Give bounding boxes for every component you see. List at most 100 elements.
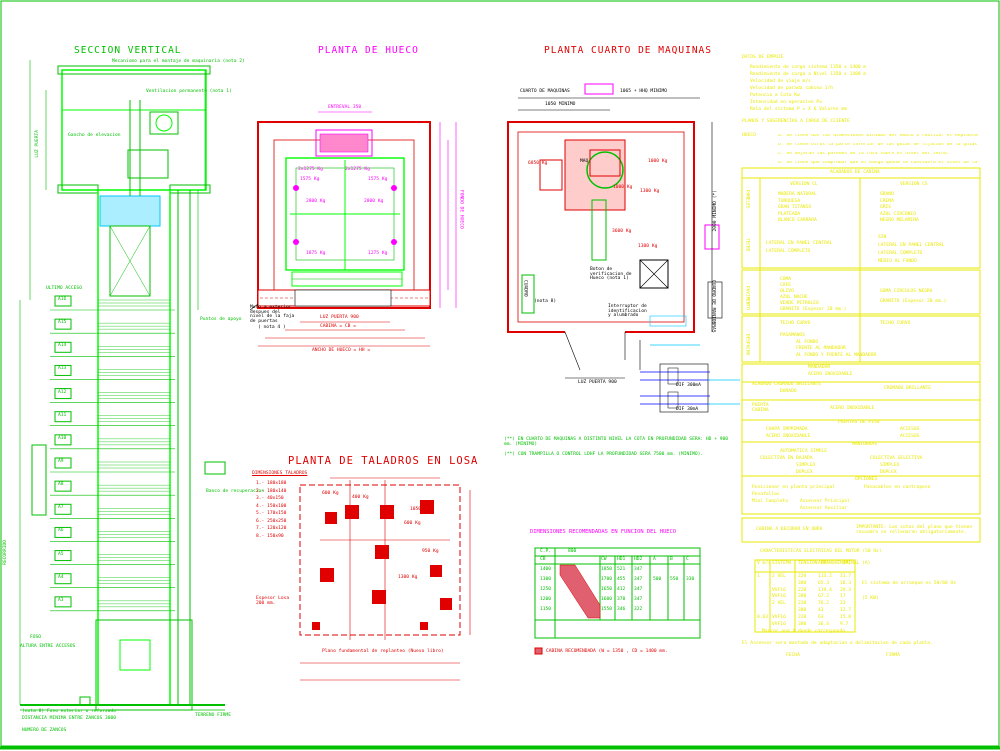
accesos-item: ACCESOS — [900, 427, 920, 432]
label-altura-entre-accesos: ALTURA ENTRE ACCESOS — [20, 644, 76, 649]
label-numero-zancos: NUMERO DE ZANCOS — [22, 728, 67, 733]
label-gancho: Gancho de elevacion — [68, 133, 121, 138]
label-maq: MAQ — [580, 159, 589, 164]
floor-box — [54, 457, 72, 469]
floor-label: A16 — [58, 297, 67, 302]
side-label: DESPACHO — [744, 334, 750, 356]
drill-dim-item: 8.- 150x90 — [256, 533, 284, 539]
paneles-cs-item: GRIS — [880, 205, 892, 210]
machine-note-1: (**) EN CUARTO DE MAQUINAS A DISTINTO NI… — [504, 437, 729, 447]
label-cuadro: CUADRO — [522, 280, 528, 297]
dim-top-cell: 800 — [568, 549, 577, 554]
datos-title: DATOS DE EMPUJE — [742, 55, 784, 60]
dim-cell: 378 — [617, 597, 626, 602]
dim-top-cell: C.P. — [540, 549, 552, 554]
version-cl: VERSION CL — [790, 182, 818, 187]
label-cuadro-maniobras: CUADRO DE MANIOBRAS — [710, 280, 716, 333]
side-label: TECHO — [744, 238, 750, 252]
label-distancia-minima: DISTANCIA MINIMA ENTRE ZANCOS 3000 — [22, 716, 117, 721]
motor-cell: 43 — [818, 608, 824, 613]
techo-cl: TECHO CURVO — [780, 321, 811, 326]
floor-box — [54, 341, 72, 353]
machine-load: 6850 Kg — [528, 161, 548, 166]
shaft-load: 2800 Kg — [364, 199, 384, 204]
drill-load: 600 Kg — [404, 521, 421, 526]
label-nota8: (nota 8) — [534, 299, 557, 304]
mandador-item: MANDADOR — [808, 365, 831, 370]
techo-cs: TECHO CURVO — [880, 321, 911, 326]
opciones-item: Pesafallas — [752, 492, 780, 497]
motor-note-1: El sistema de arranque es 50/60 Hz — [862, 581, 957, 586]
motor-cell: 36.4 — [818, 621, 830, 627]
motor-cell: 2 VEL — [772, 574, 786, 579]
maniobras-item: DUPLEX — [880, 470, 897, 475]
dim-cell: 1550 — [601, 607, 613, 612]
dim-header-cell: HD2 — [634, 557, 643, 562]
dim-header-cell: CB — [540, 557, 546, 562]
motor-cell: 76.2 — [818, 601, 830, 607]
dim-cell: 1850 — [601, 567, 613, 572]
floor-label: A5 — [58, 551, 64, 557]
dim-cell: 455 — [617, 577, 626, 582]
paneles-cl-item: GRAN TITANIO — [778, 205, 812, 210]
floor-box — [54, 411, 72, 423]
floor-box — [54, 550, 72, 562]
motor-cell: 9.7 — [840, 621, 849, 627]
motor-cell: 220 — [798, 587, 807, 593]
floor-label: A13 — [58, 366, 67, 372]
motor-header: NOMINAL (A) — [840, 561, 871, 566]
acabado-dorado: DORADO — [780, 389, 797, 394]
pavimento-cl-item: COMA — [780, 277, 792, 282]
machine-room-plan-drawing — [507, 83, 740, 413]
drill-dim-item: 4.- 150x100 — [256, 503, 287, 509]
floor-box — [54, 388, 72, 400]
motor-title: CARACTERISTICAS ELECTRICAS DEL MOTOR (50… — [760, 549, 882, 554]
maniobras-item: AUTOMATICA SIMPLE — [780, 449, 828, 454]
floor-label: A12 — [58, 389, 67, 395]
dim-cell: 1650 — [601, 587, 613, 592]
dim-header-cell: HD1 — [617, 557, 626, 562]
espejo-cs-item: MEDIO AL FONDO — [878, 259, 917, 264]
label-fondo-hueco: FONDO DE HUECO — [458, 190, 464, 229]
cabina-decorar: CABINA A DECORAR EN OBRA — [756, 527, 823, 532]
pasamanos-item: AL FONDO — [796, 339, 819, 345]
marcar-note: Marcar una X donde corresponda. — [762, 629, 848, 634]
floor-box — [54, 596, 72, 608]
puertas-piso-item: ACERO INOXIDABLE — [766, 433, 811, 439]
label-dim-1065: 1065 + HHQ MINIMO — [620, 89, 668, 94]
cromado-brillante: CROMADO BRILLANTE — [884, 386, 932, 391]
label-ventilacion: Ventilacion permanente (nota 1) — [146, 89, 232, 94]
paneles-cs-item: CREMA — [880, 198, 894, 204]
pavimento-cl-item: GRANITO (Espesor 20 mm.) — [780, 307, 847, 312]
maniobras-title: MANIOBRAS — [852, 442, 877, 447]
dim-cell: 500 — [653, 577, 662, 582]
maniobras-item: COLECTIVA EN BAJADA — [760, 456, 813, 461]
shaft-load: 2x1275 Kg — [345, 167, 370, 172]
motor-cell: 18.3 — [840, 580, 852, 586]
side-label: PAVIMENTO — [744, 286, 750, 310]
puertas-piso-title: PUERTAS DE PISO — [838, 420, 880, 425]
datos-item: Rela del sistema P = X 6 Valores mm — [750, 107, 847, 112]
pasamanos-item: PASAMANOS — [780, 333, 805, 338]
motor-header: SISTEMA — [772, 561, 792, 566]
motor-cell: VVF16 — [772, 587, 786, 593]
motor-cell: 1 — [757, 574, 760, 579]
dim-cell: 1300 — [540, 577, 552, 582]
datos-item: Intensidad en operacion Pa — [750, 100, 822, 105]
dim-cell: 1150 — [540, 607, 552, 612]
label-luz-puerta-maq: LUZ PUERTA 900 — [578, 380, 617, 385]
motor-cell: 113.2 — [818, 574, 832, 579]
motor-cell: 119.4 — [818, 587, 832, 593]
paneles-cs-item: GRANO — [880, 192, 894, 197]
floor-label: A10 — [58, 435, 67, 441]
recommended-dimensions-grid — [534, 547, 701, 655]
motor-cell: 380 — [798, 608, 807, 613]
opciones-item: Ascensor Principal — [800, 499, 850, 504]
title-seccion-vertical: SECCION VERTICAL — [74, 45, 182, 56]
motor-header: TENSION (V) — [798, 561, 829, 566]
dim-cell: 550 — [670, 577, 679, 582]
acabado-cromado: ACABADO CROMADO BRILLANTE — [752, 382, 822, 387]
drill-plano: Plano fundamental de replanteo (Nuevo li… — [322, 649, 444, 654]
dim-cell: 412 — [617, 587, 626, 592]
motor-cell: 0.63 — [757, 614, 769, 620]
